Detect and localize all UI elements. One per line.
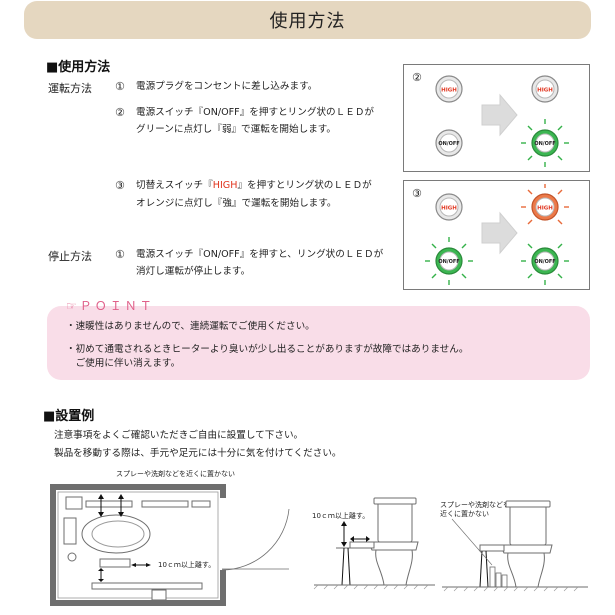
stop-step-text-line1: 電源スイッチ『ON/OFF』を押すと、リング状のＬＥＤが <box>136 249 384 260</box>
spray-note-line1: スプレーや洗剤などを <box>440 500 510 509</box>
high-button-off: HIGH <box>435 75 463 103</box>
stop-step-text-line2: 消灯し運転が停止します。 <box>136 266 251 277</box>
step-2-text-line1: 電源スイッチ『ON/OFF』を押すとリング状のＬＥＤが <box>136 107 375 118</box>
svg-text:ON/OFF: ON/OFF <box>438 141 459 147</box>
install-line-1: 注意事項をよくご確認いただきご自由に設置して下さい。 <box>54 430 304 441</box>
panel-2-number: ② <box>412 71 422 84</box>
point-item-2: ・初めて通電されるときヒーターより臭いが少し出ることがありますが故障ではありませ… <box>66 344 469 355</box>
spacing-arrows <box>98 494 151 582</box>
svg-text:HIGH: HIGH <box>441 206 457 212</box>
spacing-arrows <box>341 521 370 547</box>
svg-text:HIGH: HIGH <box>537 206 553 212</box>
page-title: 使用方法 <box>269 11 346 32</box>
spray-bottles-icon <box>489 566 508 588</box>
panel-3-number: ③ <box>412 187 422 200</box>
install-line-2: 製品を移動する際は、手元や足元には十分に気を付けてください。 <box>54 448 342 459</box>
step-3-text-line1: 切替えスイッチ『HIGH』を押すとリング状のＬＥＤが <box>136 180 372 191</box>
arrow-right-icon <box>481 211 518 255</box>
usage-heading: ■使用方法 <box>46 60 111 75</box>
arrow-right-icon <box>481 93 518 137</box>
high-button-orange-led: HIGH <box>521 184 569 225</box>
svg-text:HIGH: HIGH <box>537 88 553 94</box>
step-2-number: ② <box>115 106 125 119</box>
panel-3-illustration: ③ HIGH ON/OFF <box>412 184 569 285</box>
install-heading: ■設置例 <box>43 409 95 424</box>
run-method-label: 運転方法 <box>48 82 92 95</box>
step-1-number: ① <box>115 80 125 93</box>
high-button-off-right: HIGH <box>531 75 559 103</box>
panel-2-illustration: ② HIGH ON/OFF HIGH <box>412 71 569 167</box>
point-item-3: ご使用に伴い消えます。 <box>66 358 181 369</box>
spray-warning-diagram: スプレーや洗剤などを 近くに置かない <box>440 500 588 592</box>
high-word: HIGH <box>212 180 238 191</box>
svg-text:ON/OFF: ON/OFF <box>438 259 459 265</box>
onoff-button-green-led: ON/OFF <box>521 243 569 285</box>
svg-text:HIGH: HIGH <box>441 88 457 94</box>
point-box <box>47 306 590 380</box>
onoff-button-green-led: ON/OFF <box>521 119 569 167</box>
point-item-1: ・速暖性はありませんので、連続運転でご使用ください。 <box>66 321 315 332</box>
step-2-text-line2: グリーンに点灯し『弱』で運転を開始します。 <box>136 124 337 135</box>
onoff-button-off: ON/OFF <box>435 129 463 157</box>
step-1-text: 電源プラグをコンセントに差し込みます。 <box>136 81 318 92</box>
high-button-off: HIGH <box>435 193 463 221</box>
floor-plan-gap-label: 10ｃｍ以上離す。 <box>158 560 215 569</box>
spray-note-line2: 近くに置かない <box>440 509 489 518</box>
onoff-button-green-led: ON/OFF <box>425 237 473 285</box>
page-title-bar: 使用方法 <box>24 1 591 39</box>
floor-plan-diagram: スプレーや洗剤などを近くに置かない 10ｃｍ以上離す。 <box>50 469 290 606</box>
side-view-gap-label: 10ｃｍ以上離す。 <box>312 511 369 520</box>
floor-plan-note: スプレーや洗剤などを近くに置かない <box>116 469 235 478</box>
point-title: ☞ＰＯＩＮＴ <box>66 299 155 313</box>
step-3-text-line2: オレンジに点灯し『強』で運転を開始します。 <box>136 198 337 209</box>
heater-stand <box>341 547 351 586</box>
side-view-diagram: 10ｃｍ以上離す。 <box>312 497 435 590</box>
diagram-panel-3: ③ HIGH ON/OFF <box>403 180 590 290</box>
svg-text:ON/OFF: ON/OFF <box>534 141 555 147</box>
diagram-panel-2: ② HIGH ON/OFF HIGH <box>403 64 590 172</box>
stop-step-number: ① <box>115 248 125 261</box>
svg-text:ON/OFF: ON/OFF <box>534 259 555 265</box>
step-3-number: ③ <box>115 179 125 192</box>
stop-method-label: 停止方法 <box>48 250 92 263</box>
